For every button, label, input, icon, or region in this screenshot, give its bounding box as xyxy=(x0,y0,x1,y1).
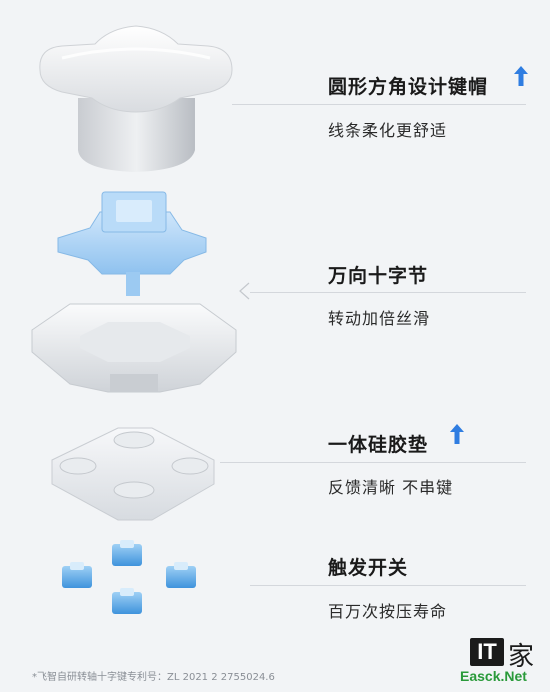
frame-illustration xyxy=(31,303,237,393)
divider-keycap xyxy=(232,104,526,105)
feature-title-silicone-pad: 一体硅胶垫 xyxy=(328,434,429,456)
upgrade-arrow-icon xyxy=(450,424,464,444)
patent-footnote: *飞智自研转轴十字键专利号：ZL 2021 2 2755024.6 xyxy=(32,672,275,683)
divider-trigger-switch xyxy=(250,585,526,586)
feature-title-keycap: 圆形方角设计键帽 xyxy=(328,76,489,98)
feature-subtitle-trigger-switch: 百万次按压寿命 xyxy=(328,602,448,621)
watermark-logo: IT xyxy=(470,638,504,666)
cross-joint-illustration xyxy=(57,191,207,296)
keycap-illustration xyxy=(39,25,233,172)
trigger-switches-illustration xyxy=(62,540,196,614)
feature-subtitle-cross-joint: 转动加倍丝滑 xyxy=(328,309,431,328)
silicone-pad-illustration xyxy=(51,427,215,521)
upgrade-arrow-icon xyxy=(514,66,528,86)
watermark-glyph: 家 xyxy=(508,642,535,672)
divider-cross-joint xyxy=(250,292,526,293)
pointer-chevron-icon xyxy=(239,282,250,300)
divider-silicone-pad xyxy=(220,462,526,463)
site-watermark: IT 家 Easck.Net xyxy=(460,636,544,686)
watermark-site-name: Easck.Net xyxy=(460,668,527,684)
feature-title-trigger-switch: 触发开关 xyxy=(328,557,409,579)
feature-title-cross-joint: 万向十字节 xyxy=(328,265,429,287)
feature-subtitle-keycap: 线条柔化更舒适 xyxy=(328,121,448,140)
feature-subtitle-silicone-pad: 反馈清晰 不串键 xyxy=(328,478,454,497)
